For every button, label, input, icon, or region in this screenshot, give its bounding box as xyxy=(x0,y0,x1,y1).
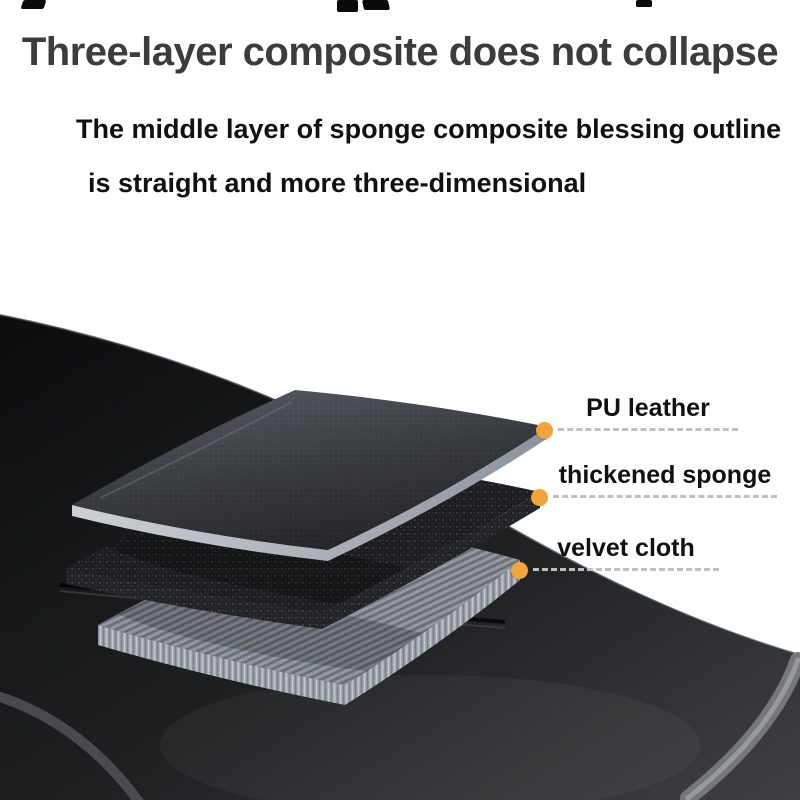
callout-label: PU leather xyxy=(586,394,710,422)
callout-label: velvet cloth xyxy=(557,534,695,562)
subtitle-line-2: is straight and more three-dimensional xyxy=(88,168,587,198)
page-title: Three-layer composite does not collapse xyxy=(21,30,779,74)
leader-line: thickened sponge xyxy=(553,461,777,498)
callout-velvet-cloth: velvet cloth xyxy=(511,534,719,579)
layers-diagram xyxy=(66,390,548,705)
callout-pu-leather: PU leather xyxy=(536,394,738,439)
leather-layer xyxy=(72,390,548,561)
callout-dot-icon xyxy=(511,561,528,579)
callout-dot-icon xyxy=(536,421,553,439)
crop-artifact-icon xyxy=(337,0,358,12)
callout-thickened-sponge: thickened sponge xyxy=(531,461,777,506)
callout-dot-icon xyxy=(531,488,548,506)
leader-line: velvet cloth xyxy=(533,534,719,571)
leader-line: PU leather xyxy=(558,394,738,431)
crop-artifact-icon xyxy=(636,0,652,7)
subtitle-line-1: The middle layer of sponge composite ble… xyxy=(76,114,782,144)
callout-label: thickened sponge xyxy=(558,461,772,489)
